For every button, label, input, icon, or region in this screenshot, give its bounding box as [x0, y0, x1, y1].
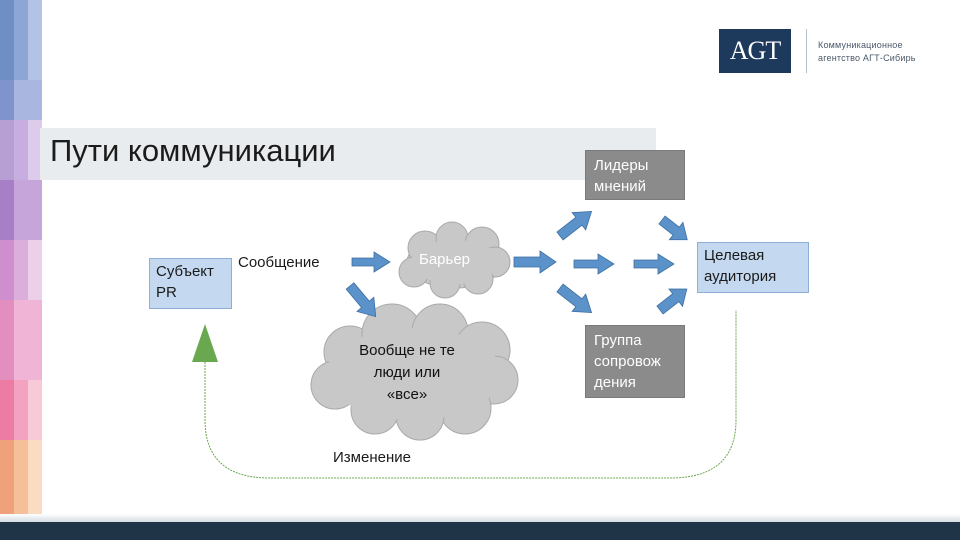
slide-title: Пути коммуникации [50, 133, 336, 168]
wrong-people-line: Вообще не те [359, 342, 455, 359]
arrow-middle-2 [633, 253, 675, 275]
brand-caption-line: Коммуникационное [818, 40, 903, 50]
arrow-down-to-group [556, 283, 593, 314]
brand-divider [806, 29, 807, 73]
subject-pr-line: PR [156, 284, 177, 301]
arrow-barrier-out [513, 250, 557, 274]
brand-logo: AGT [719, 29, 791, 73]
barrier-label: Барьер [419, 251, 471, 268]
arrow-leaders-to-target [658, 215, 688, 241]
target-audience-box: Целевая аудитория [697, 242, 809, 293]
support-group-line: Группа [594, 332, 642, 349]
support-group-line: сопровож [594, 353, 661, 370]
target-audience-line: аудитория [704, 268, 777, 285]
change-label: Изменение [333, 449, 411, 466]
opinion-leaders-line: Лидеры [594, 157, 649, 174]
message-label: Сообщение [238, 254, 320, 271]
footer-shade [0, 514, 960, 524]
wrong-people-line: люди или [373, 364, 441, 381]
subject-pr-box: Субъект PR [149, 258, 232, 309]
support-group-line: дения [594, 374, 636, 391]
arrow-group-to-target [656, 288, 688, 315]
support-group-box: Группа сопровож дения [585, 325, 685, 398]
title-band [40, 128, 656, 180]
wrong-people-label: Вообще не те люди или «все» [334, 340, 480, 406]
arrow-message-to-barrier [351, 251, 391, 273]
arrow-middle-1 [573, 253, 615, 275]
opinion-leaders-box: Лидеры мнений [585, 150, 685, 200]
feedback-arrowhead-icon [192, 324, 218, 362]
arrow-up-to-leaders [556, 210, 593, 241]
wrong-people-line: «все» [386, 386, 428, 403]
opinion-leaders-line: мнений [594, 178, 646, 195]
footer-bar [0, 522, 960, 540]
decorative-strip [0, 0, 42, 530]
feedback-arc [204, 310, 737, 479]
arrow-message-to-cloud [345, 282, 377, 318]
brand-caption: Коммуникационное агентство АГТ-Сибирь [818, 39, 948, 65]
target-audience-line: Целевая [704, 247, 765, 264]
subject-pr-line: Субъект [156, 263, 214, 280]
brand-caption-line: агентство АГТ-Сибирь [818, 53, 916, 63]
